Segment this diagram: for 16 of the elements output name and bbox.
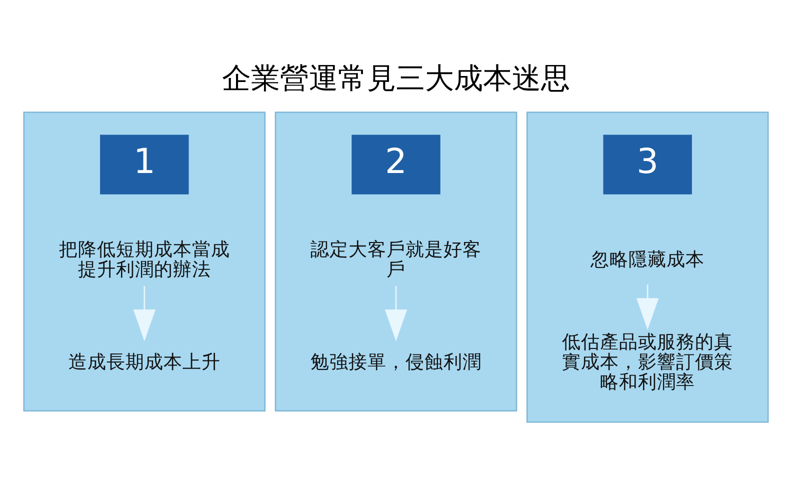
cluster [274, 111, 518, 412]
cluster [526, 111, 769, 422]
arrow [133, 286, 156, 341]
node-text: 低估產品或服務的真實成本，影響訂價策略和利潤率 [562, 332, 734, 392]
node-text: 忽略隱藏成本 [590, 248, 705, 270]
arrow [384, 286, 408, 341]
node-box: 3 [603, 134, 692, 194]
node-text: 造成長期成本上升 [68, 352, 220, 373]
node-text: 勉強接單，侵蝕利潤 [310, 352, 482, 373]
node-box: 2 [352, 134, 440, 194]
arrow [636, 284, 659, 330]
cluster [23, 111, 266, 412]
diagram-title: 企業營運常見三大成本迷思 [222, 60, 570, 94]
node-text: 認定大客戶就是好客戶 [310, 239, 482, 280]
node-text: 把降低短期成本當成提升利潤的辦法 [58, 239, 230, 280]
node-box: 1 [100, 134, 189, 194]
